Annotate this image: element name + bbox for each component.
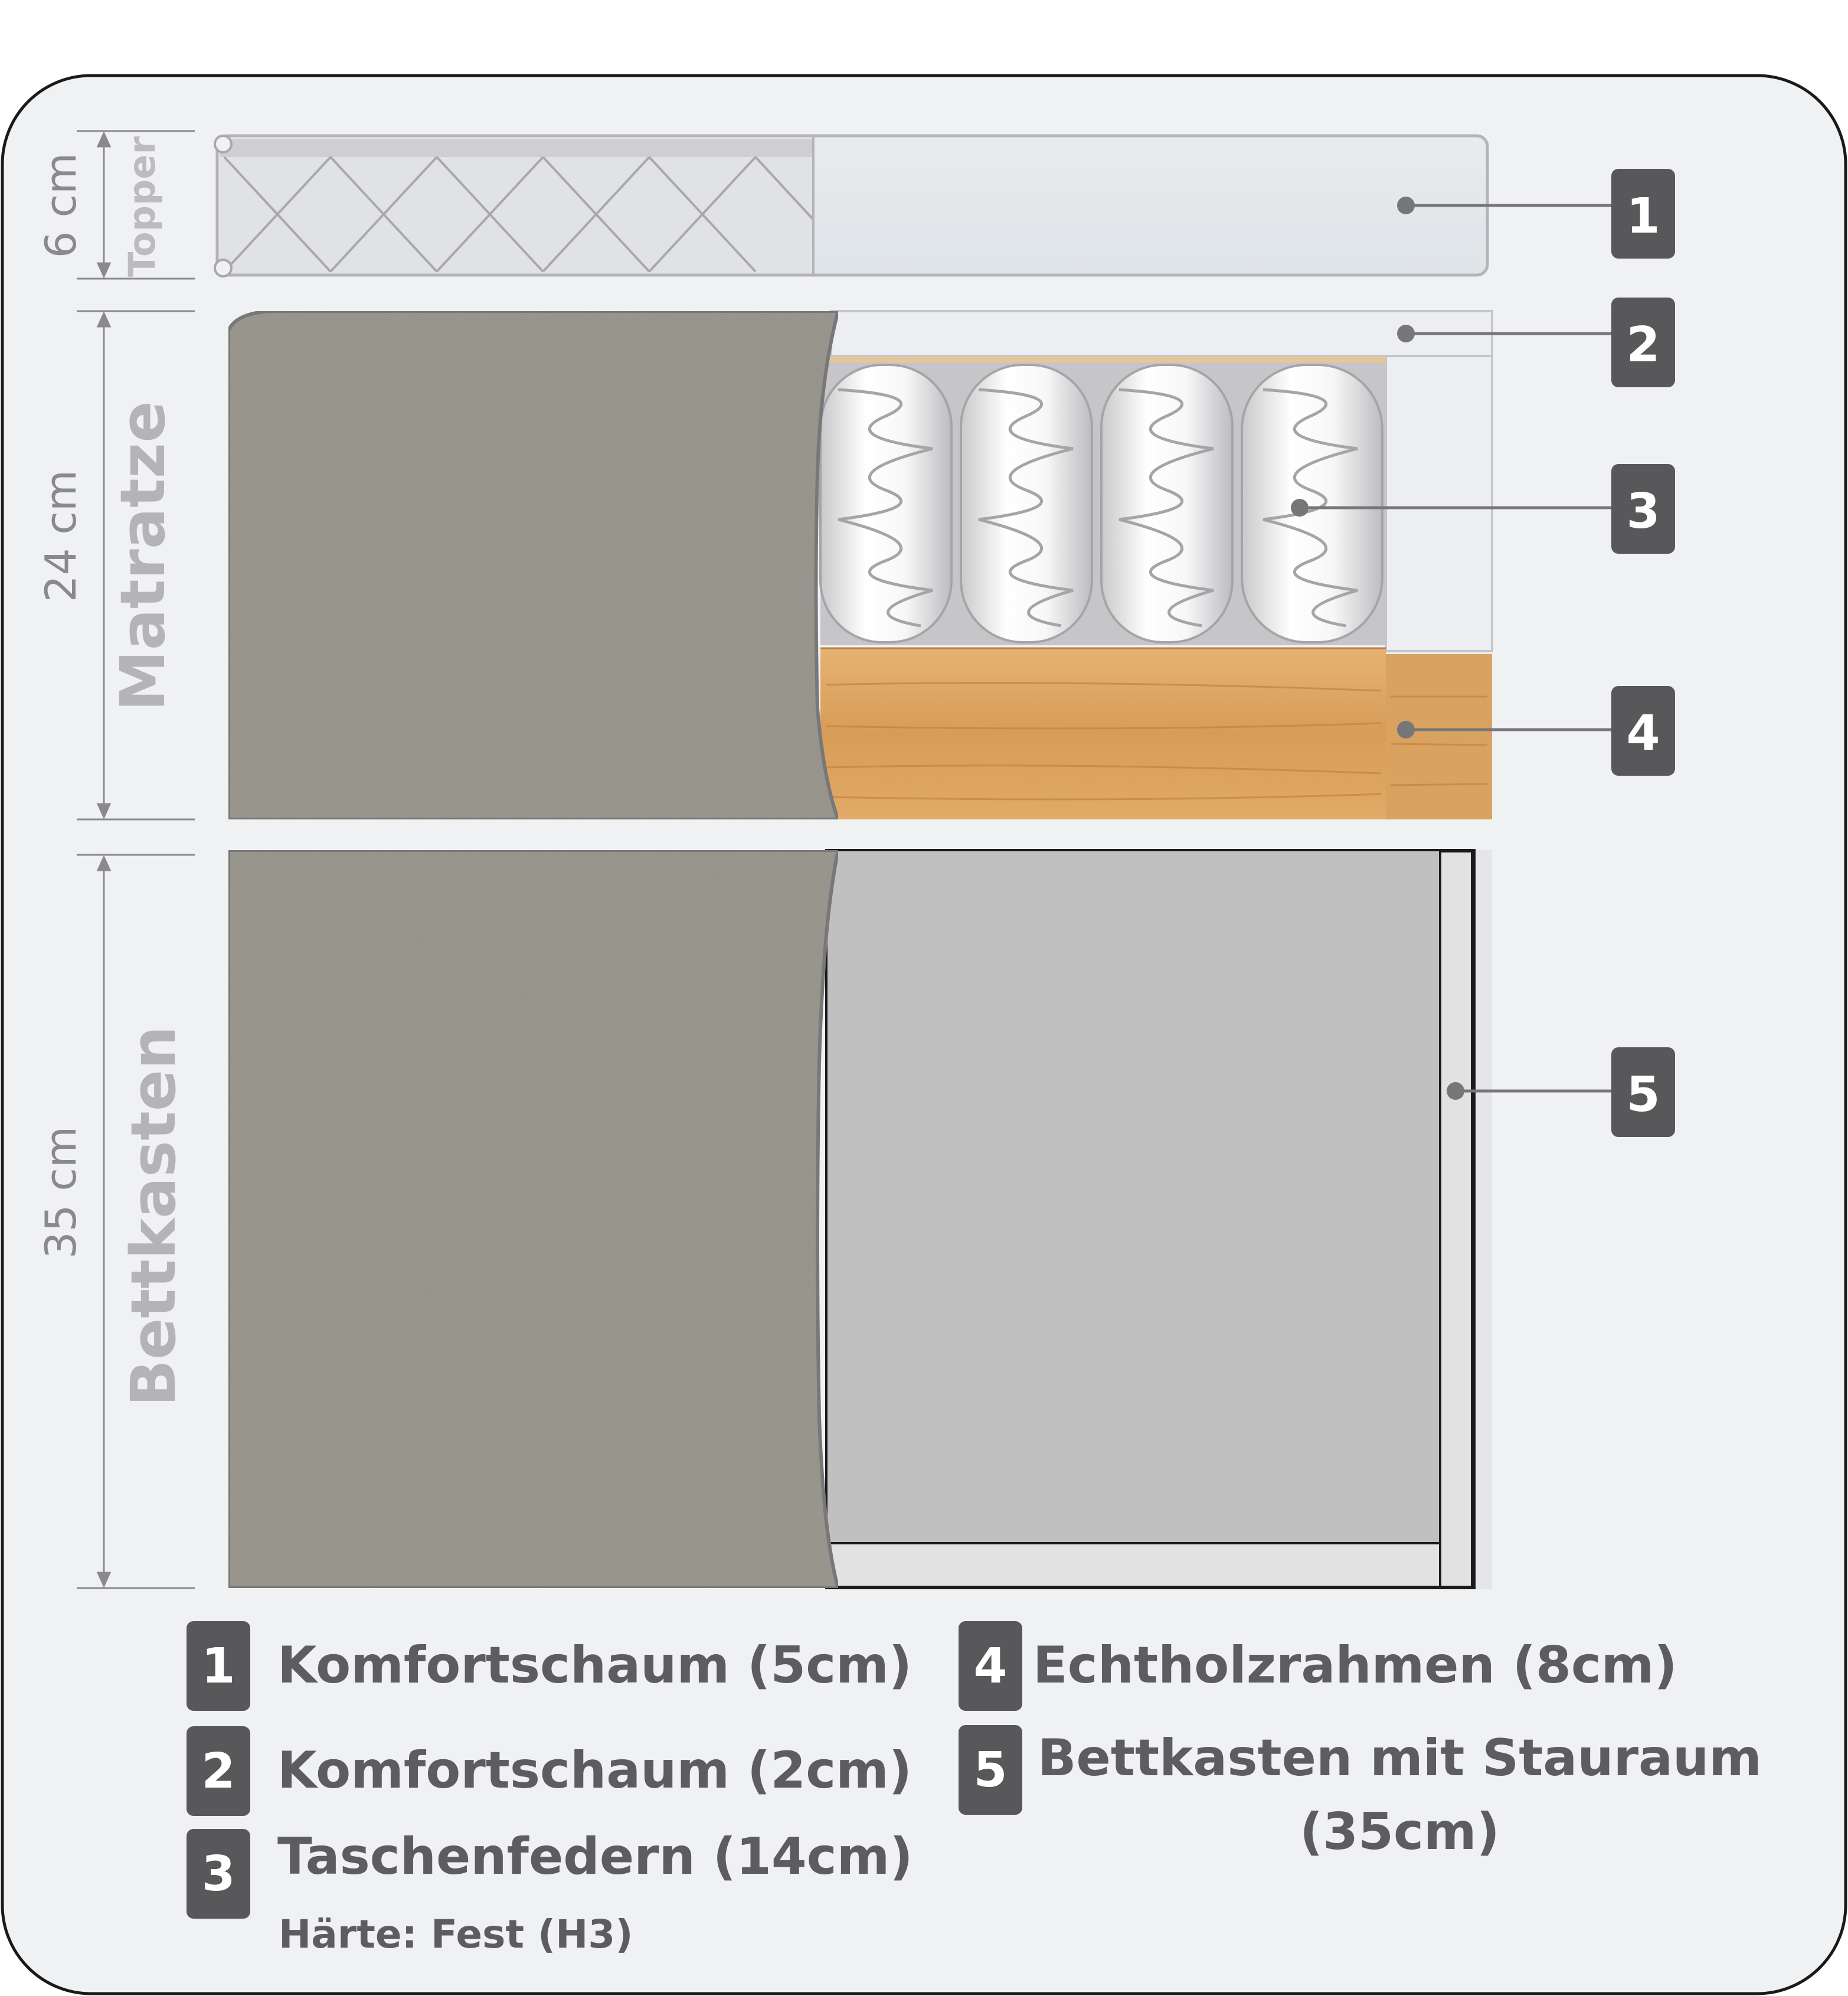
callout-number: 5	[1626, 1067, 1660, 1123]
dimension-matratze: 24 cm	[36, 470, 86, 602]
callout-1: 1	[1397, 169, 1675, 259]
bettkasten-cover	[227, 848, 840, 1590]
section-label-matratze: Matratze	[107, 401, 179, 711]
mattress-cover	[227, 309, 841, 821]
callout-5: 5	[1447, 1047, 1675, 1137]
callout-number: 3	[1626, 484, 1660, 540]
section-label-bettkasten: Bettkasten	[117, 1026, 189, 1407]
mattress-layer	[227, 309, 1493, 821]
dimension-topper: 6 cm	[36, 153, 86, 258]
spring-pocket	[1241, 364, 1383, 643]
legend-item-5: 5 Bettkasten mit Stauraum (35cm)	[959, 1725, 1762, 1868]
legend-number: 4	[959, 1621, 1022, 1711]
spring-pocket	[1100, 364, 1234, 643]
legend-item-3: 3 Taschenfedern (14cm)	[187, 1829, 913, 1919]
callout-2: 2	[1397, 298, 1675, 387]
legend-sublabel-hardness: Härte: Fest (H3)	[279, 1912, 633, 1957]
dimension-lines	[77, 130, 195, 1589]
legend-label: Bettkasten mit Stauraum (35cm)	[1038, 1721, 1762, 1868]
legend-number: 1	[187, 1621, 250, 1711]
topper-layer	[214, 134, 1489, 277]
legend-label: Komfortschaum (5cm)	[277, 1636, 912, 1695]
legend-number: 3	[187, 1829, 250, 1919]
callout-number: 4	[1626, 705, 1660, 762]
dimension-labels: 6 cm 24 cm 35 cm Topper Matratze Bettkas…	[36, 136, 189, 1407]
spring-pocket	[960, 364, 1093, 643]
callout-3: 3	[1291, 464, 1675, 554]
legend-number: 2	[187, 1726, 250, 1816]
legend-label-line-2: (35cm)	[1299, 1802, 1500, 1861]
callouts: 1 2 3 4 5	[1291, 169, 1675, 1137]
legend-number: 5	[959, 1725, 1022, 1815]
spring-pockets	[819, 364, 1383, 643]
legend-item-2: 2 Komfortschaum (2cm)	[187, 1726, 912, 1816]
spring-pocket	[819, 364, 953, 643]
legend-label: Taschenfedern (14cm)	[277, 1827, 913, 1886]
callout-4: 4	[1397, 686, 1675, 776]
legend-item-1: 1 Komfortschaum (5cm)	[187, 1621, 912, 1711]
legend-item-4: 4 Echtholzrahmen (8cm)	[959, 1621, 1677, 1711]
dimension-bettkasten: 35 cm	[36, 1126, 86, 1259]
callout-number: 1	[1626, 188, 1660, 244]
legend-label: Echtholzrahmen (8cm)	[1033, 1636, 1677, 1695]
section-label-topper: Topper	[120, 136, 163, 277]
callout-number: 2	[1626, 317, 1660, 373]
legend-label: Komfortschaum (2cm)	[277, 1741, 912, 1800]
bettkasten-layer	[227, 848, 1492, 1590]
legend-label-line-1: Bettkasten mit Stauraum	[1038, 1729, 1762, 1788]
